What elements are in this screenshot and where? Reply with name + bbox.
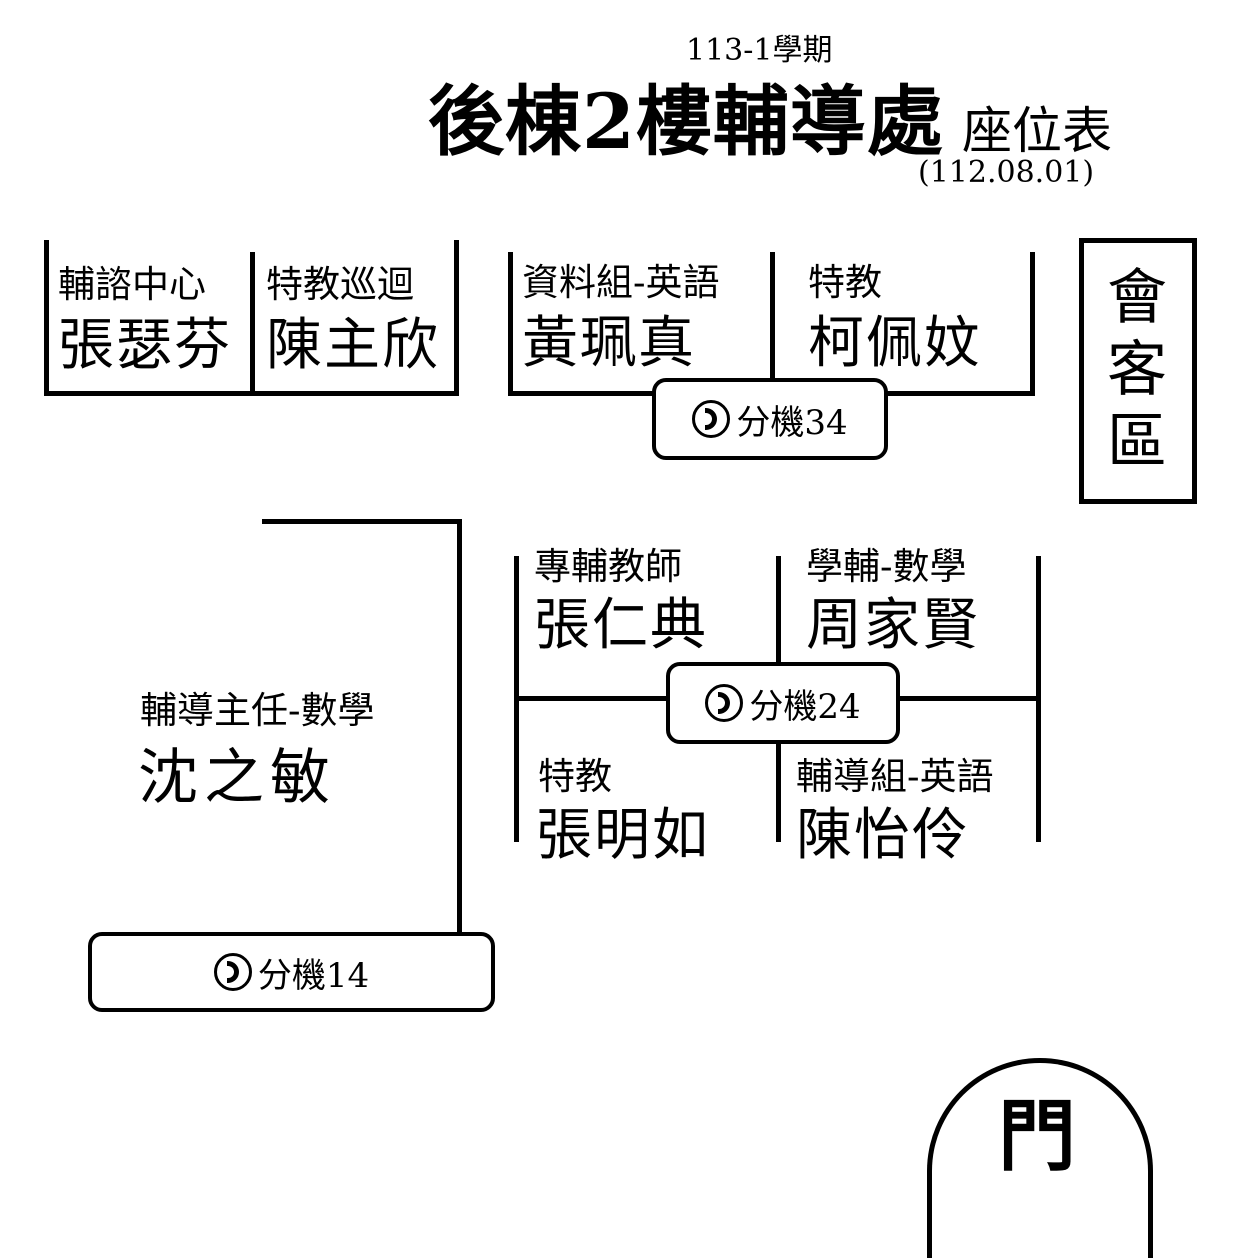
partition-wall [262, 519, 462, 524]
seat-role: 資料組-英語 [522, 261, 720, 304]
meeting-area-label: 會客區 [1107, 263, 1167, 477]
seat-name: 周家賢 [806, 593, 980, 658]
extension-label: 分機14 [257, 955, 370, 996]
partition-wall [457, 519, 462, 935]
semester-label: 113-1學期 [686, 33, 833, 68]
seat-role: 特教 [538, 755, 612, 798]
desk-divider [454, 240, 459, 396]
desk-divider [1030, 252, 1035, 396]
extension-34-box: 分機34 [652, 378, 888, 460]
seat-role: 特教巡迴 [266, 263, 414, 306]
door-outline [927, 1058, 1153, 1258]
seat-name: 陳怡伶 [796, 803, 970, 868]
seat-role: 專輔教師 [534, 545, 682, 588]
seat-role: 特教 [808, 261, 882, 304]
seat-role: 輔導組-英語 [796, 755, 994, 798]
seat-role: 輔導主任-數學 [140, 689, 375, 732]
seat-name: 沈之敏 [138, 743, 336, 813]
seat-name: 黃珮真 [522, 311, 696, 376]
seat-name: 張瑟芬 [58, 313, 232, 378]
meeting-area-box [1079, 238, 1197, 504]
extension-24-box: 分機24 [666, 662, 900, 744]
seat-role: 學輔-數學 [806, 545, 967, 588]
seat-name: 張明如 [536, 803, 710, 868]
desk-divider [250, 252, 255, 396]
phone-icon [692, 400, 731, 438]
door-label: 門 [998, 1091, 1077, 1182]
extension-label: 分機34 [736, 402, 848, 443]
seat-role: 輔諮中心 [58, 263, 206, 306]
seat-name: 柯佩妏 [808, 311, 982, 376]
page-title: 後棟2樓輔導處 [428, 77, 944, 166]
desk-divider [44, 240, 49, 396]
desk-divider [508, 252, 513, 396]
phone-icon [705, 684, 744, 722]
extension-label: 分機24 [749, 686, 861, 727]
extension-14-box: 分機14 [88, 932, 495, 1012]
desk-edge [44, 391, 459, 396]
seat-name: 陳主欣 [266, 313, 440, 378]
page-title-suffix: 座位表 [962, 102, 1112, 160]
desk-divider [770, 252, 775, 378]
date-label: (112.08.01) [918, 155, 1095, 190]
phone-icon [213, 953, 252, 991]
seat-name: 張仁典 [534, 593, 708, 658]
